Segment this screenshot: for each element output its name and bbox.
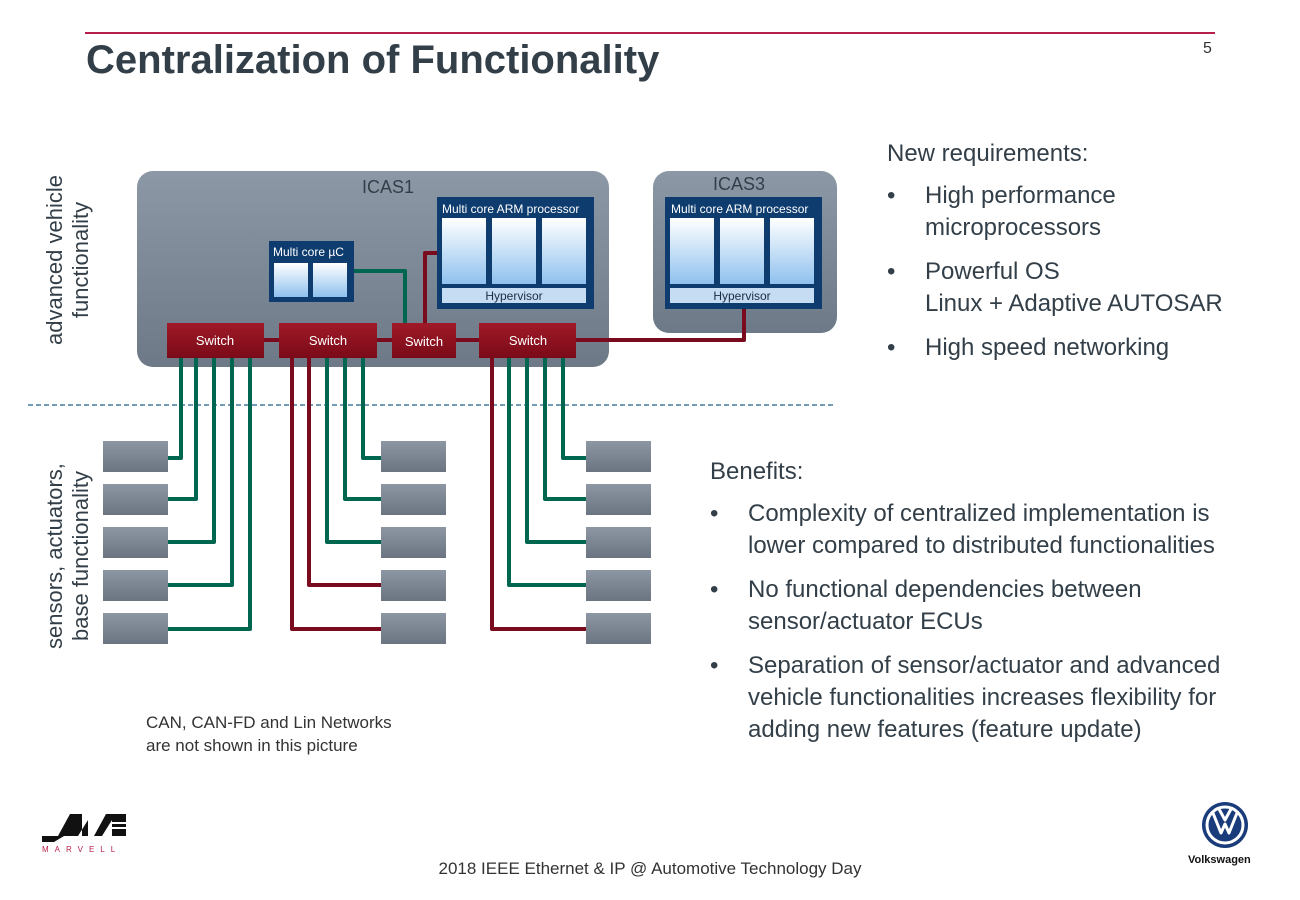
mcu-label: Multi core µC <box>273 245 344 259</box>
switch-4 <box>479 323 576 358</box>
hypervisor-label: Hypervisor <box>485 289 542 303</box>
benefit-item: • No functional dependencies between sen… <box>710 574 1220 638</box>
benefit-line: vehicle functionalities increases flexib… <box>748 684 1217 711</box>
switch-label: Switch <box>309 333 347 348</box>
ecu-box <box>586 570 651 601</box>
ecu-box <box>586 441 651 472</box>
switch-label: Switch <box>509 333 547 348</box>
ecu-link <box>507 358 586 587</box>
bullet-dot: • <box>710 576 719 603</box>
bullet-dot: • <box>887 258 896 285</box>
requirement-line: Powerful OS <box>925 258 1060 285</box>
switch-label: Switch <box>196 333 234 348</box>
slide-title: Centralization of Functionality <box>86 38 660 82</box>
ecu-link <box>361 358 381 460</box>
note-line: CAN, CAN-FD and Lin Networks <box>146 713 392 732</box>
arm-core <box>720 218 764 284</box>
link-switch-icas3 <box>576 309 746 342</box>
arm-core <box>492 218 536 284</box>
benefit-line: sensor/actuator ECUs <box>748 608 983 635</box>
requirements-section: New requirements: • High performance mic… <box>887 140 1223 376</box>
hypervisor-label: Hypervisor <box>713 289 770 303</box>
page-number: 5 <box>1203 40 1212 57</box>
ecu-box <box>381 613 446 644</box>
switch-label: Switch <box>405 334 443 349</box>
benefit-line: lower compared to distributed functional… <box>748 532 1215 559</box>
ecu-box <box>103 527 168 558</box>
ecu-link <box>168 358 252 631</box>
ecu-box <box>586 527 651 558</box>
hypervisor-bar <box>442 288 586 303</box>
benefit-item: • Complexity of centralized implementati… <box>710 498 1220 562</box>
arm-label: Multi core ARM processor <box>442 202 579 216</box>
ecu-link <box>307 358 381 587</box>
benefit-line: No functional dependencies between <box>748 576 1142 603</box>
benefit-item: • Separation of sensor/actuator and adva… <box>710 650 1220 746</box>
marvell-logo: MARVELL <box>42 814 126 854</box>
ecu-box <box>103 441 168 472</box>
switch-1 <box>167 323 264 358</box>
ecu-box <box>381 484 446 515</box>
arm-core <box>770 218 814 284</box>
ecu-box <box>381 441 446 472</box>
bullet-dot: • <box>710 500 719 527</box>
arm-label: Multi core ARM processor <box>671 202 808 216</box>
benefits-heading: Benefits: <box>710 458 804 485</box>
ecu-box <box>103 570 168 601</box>
ecu-link <box>343 358 381 501</box>
ecu-box <box>103 613 168 644</box>
marvell-wordmark: MARVELL <box>42 845 121 854</box>
mcu-core <box>313 263 347 297</box>
requirement-line: Linux + Adaptive AUTOSAR <box>925 290 1223 317</box>
requirement-line: microprocessors <box>925 214 1102 241</box>
ecu-box <box>381 570 446 601</box>
switch-2 <box>279 323 377 358</box>
arm-core <box>542 218 586 284</box>
title-rule <box>85 32 1215 34</box>
icas1-label: ICAS1 <box>362 177 414 197</box>
network-note: CAN, CAN-FD and Lin Networks are not sho… <box>146 711 392 757</box>
link-switch-arm1 <box>423 251 437 323</box>
requirements-heading: New requirements: <box>887 140 1089 167</box>
ecu-link <box>490 358 586 631</box>
requirement-line: High performance <box>925 182 1116 209</box>
ecu-link <box>525 358 586 544</box>
benefit-line: adding new features (feature update) <box>748 716 1142 743</box>
ecu-box <box>586 613 651 644</box>
requirement-item: • High speed networking <box>887 332 1223 364</box>
requirement-item: • High performance microprocessors <box>887 180 1223 244</box>
ecu-link <box>168 358 183 460</box>
ecu-link <box>543 358 586 501</box>
benefit-line: Complexity of centralized implementation… <box>748 500 1210 527</box>
switch-3 <box>392 323 456 358</box>
link-mcu-switch <box>354 269 407 323</box>
requirement-item: • Powerful OS Linux + Adaptive AUTOSAR <box>887 256 1223 320</box>
mcu-core <box>274 263 308 297</box>
bullet-dot: • <box>887 334 896 361</box>
ecu-link <box>168 358 198 501</box>
bullet-dot: • <box>710 652 719 679</box>
ecu-link <box>325 358 381 544</box>
vw-logo <box>1202 802 1248 848</box>
arm-core <box>670 218 714 284</box>
requirement-line: High speed networking <box>925 334 1170 361</box>
slide-footer: 2018 IEEE Ethernet & IP @ Automotive Tec… <box>438 859 862 878</box>
ecu-link <box>168 358 216 544</box>
bullet-dot: • <box>887 182 896 209</box>
ecu-link <box>561 358 586 460</box>
icas3-label: ICAS3 <box>713 174 765 194</box>
ecu-box <box>103 484 168 515</box>
benefits-section: Benefits: • Complexity of centralized im… <box>710 458 1220 758</box>
vw-wordmark: Volkswagen <box>1188 854 1251 866</box>
ecu-box <box>381 527 446 558</box>
hypervisor-bar <box>670 288 814 303</box>
note-line: are not shown in this picture <box>146 736 358 755</box>
ecu-link <box>168 358 234 587</box>
ecu-box <box>586 484 651 515</box>
benefit-line: Separation of sensor/actuator and advanc… <box>748 652 1221 679</box>
arm-core <box>442 218 486 284</box>
ecu-link <box>290 358 381 631</box>
